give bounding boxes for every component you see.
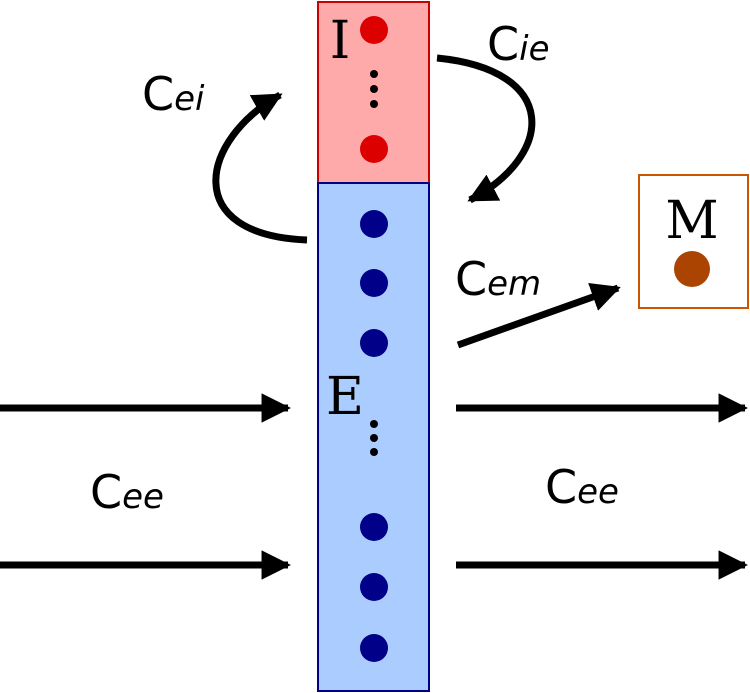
excitatory-ellipsis-dot xyxy=(370,434,378,442)
excitatory-neuron xyxy=(360,329,388,357)
excitatory-population-label: E xyxy=(326,367,364,427)
inhibitory-population-label: I xyxy=(330,11,351,71)
inhibitory-ellipsis-dot xyxy=(370,70,378,78)
excitatory-neuron xyxy=(360,634,388,662)
excitatory-neuron xyxy=(360,573,388,601)
excitatory-ellipsis-dot xyxy=(370,420,378,428)
inhibitory-ellipsis-dot xyxy=(370,100,378,108)
cem-label: Cem xyxy=(455,252,541,306)
cei-label: Cei xyxy=(142,67,205,121)
inhibitory-ellipsis-dot xyxy=(370,85,378,93)
cee-input-label: Cee xyxy=(90,465,164,519)
inhibitory-neuron xyxy=(360,16,388,44)
excitatory-neuron xyxy=(360,269,388,297)
motor-population-box xyxy=(638,174,749,309)
cem-arrow xyxy=(456,283,621,349)
motor-neuron xyxy=(674,251,710,287)
cee-output-label: Cee xyxy=(545,460,619,514)
excitatory-neuron xyxy=(360,210,388,238)
excitatory-neuron xyxy=(360,513,388,541)
inhibitory-neuron xyxy=(360,135,388,163)
cie-label: Cie xyxy=(487,17,550,71)
excitatory-ellipsis-dot xyxy=(370,448,378,456)
cie-arrow xyxy=(436,54,536,204)
motor-population-label: M xyxy=(665,191,718,251)
cei-arrow xyxy=(212,91,308,244)
